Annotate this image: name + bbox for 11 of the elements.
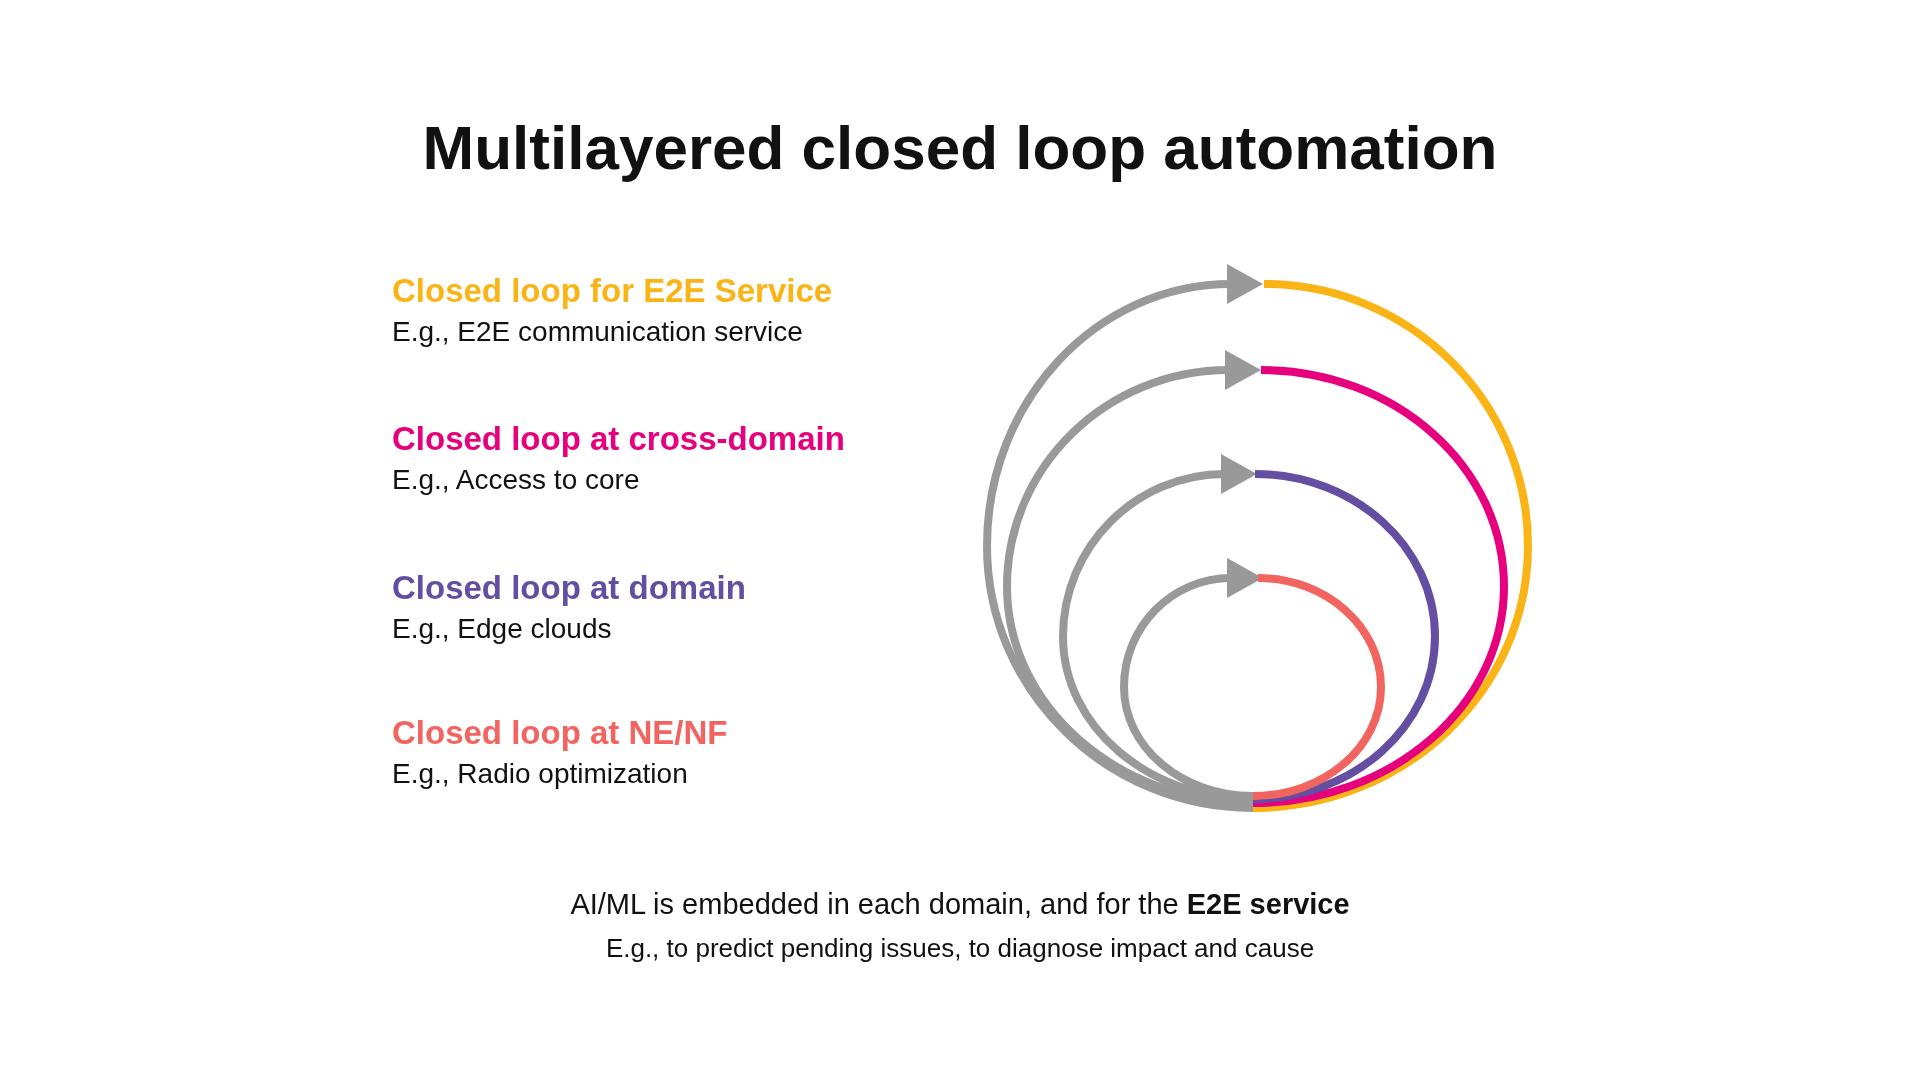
loop-heading: Closed loop for E2E Service xyxy=(392,272,833,310)
loop-heading: Closed loop at NE/NF xyxy=(392,714,728,752)
example-text: E.g., Edge clouds xyxy=(392,613,612,645)
footer-note: AI/ML is embedded in each domain, and for the E2E service xyxy=(569,888,1351,921)
loop-heading: Closed loop at cross-domain xyxy=(392,420,845,458)
footer-example: E.g., to predict pending issues, to diagnose impact and cause xyxy=(604,933,1316,964)
loop-heading: Closed loop at domain xyxy=(392,569,746,607)
example-text: E.g., E2E communication service xyxy=(392,316,803,348)
example-text: E.g., Radio optimization xyxy=(392,758,688,790)
example-text: E.g., Access to core xyxy=(392,464,640,496)
title: Multilayered closed loop automation xyxy=(421,112,1499,183)
